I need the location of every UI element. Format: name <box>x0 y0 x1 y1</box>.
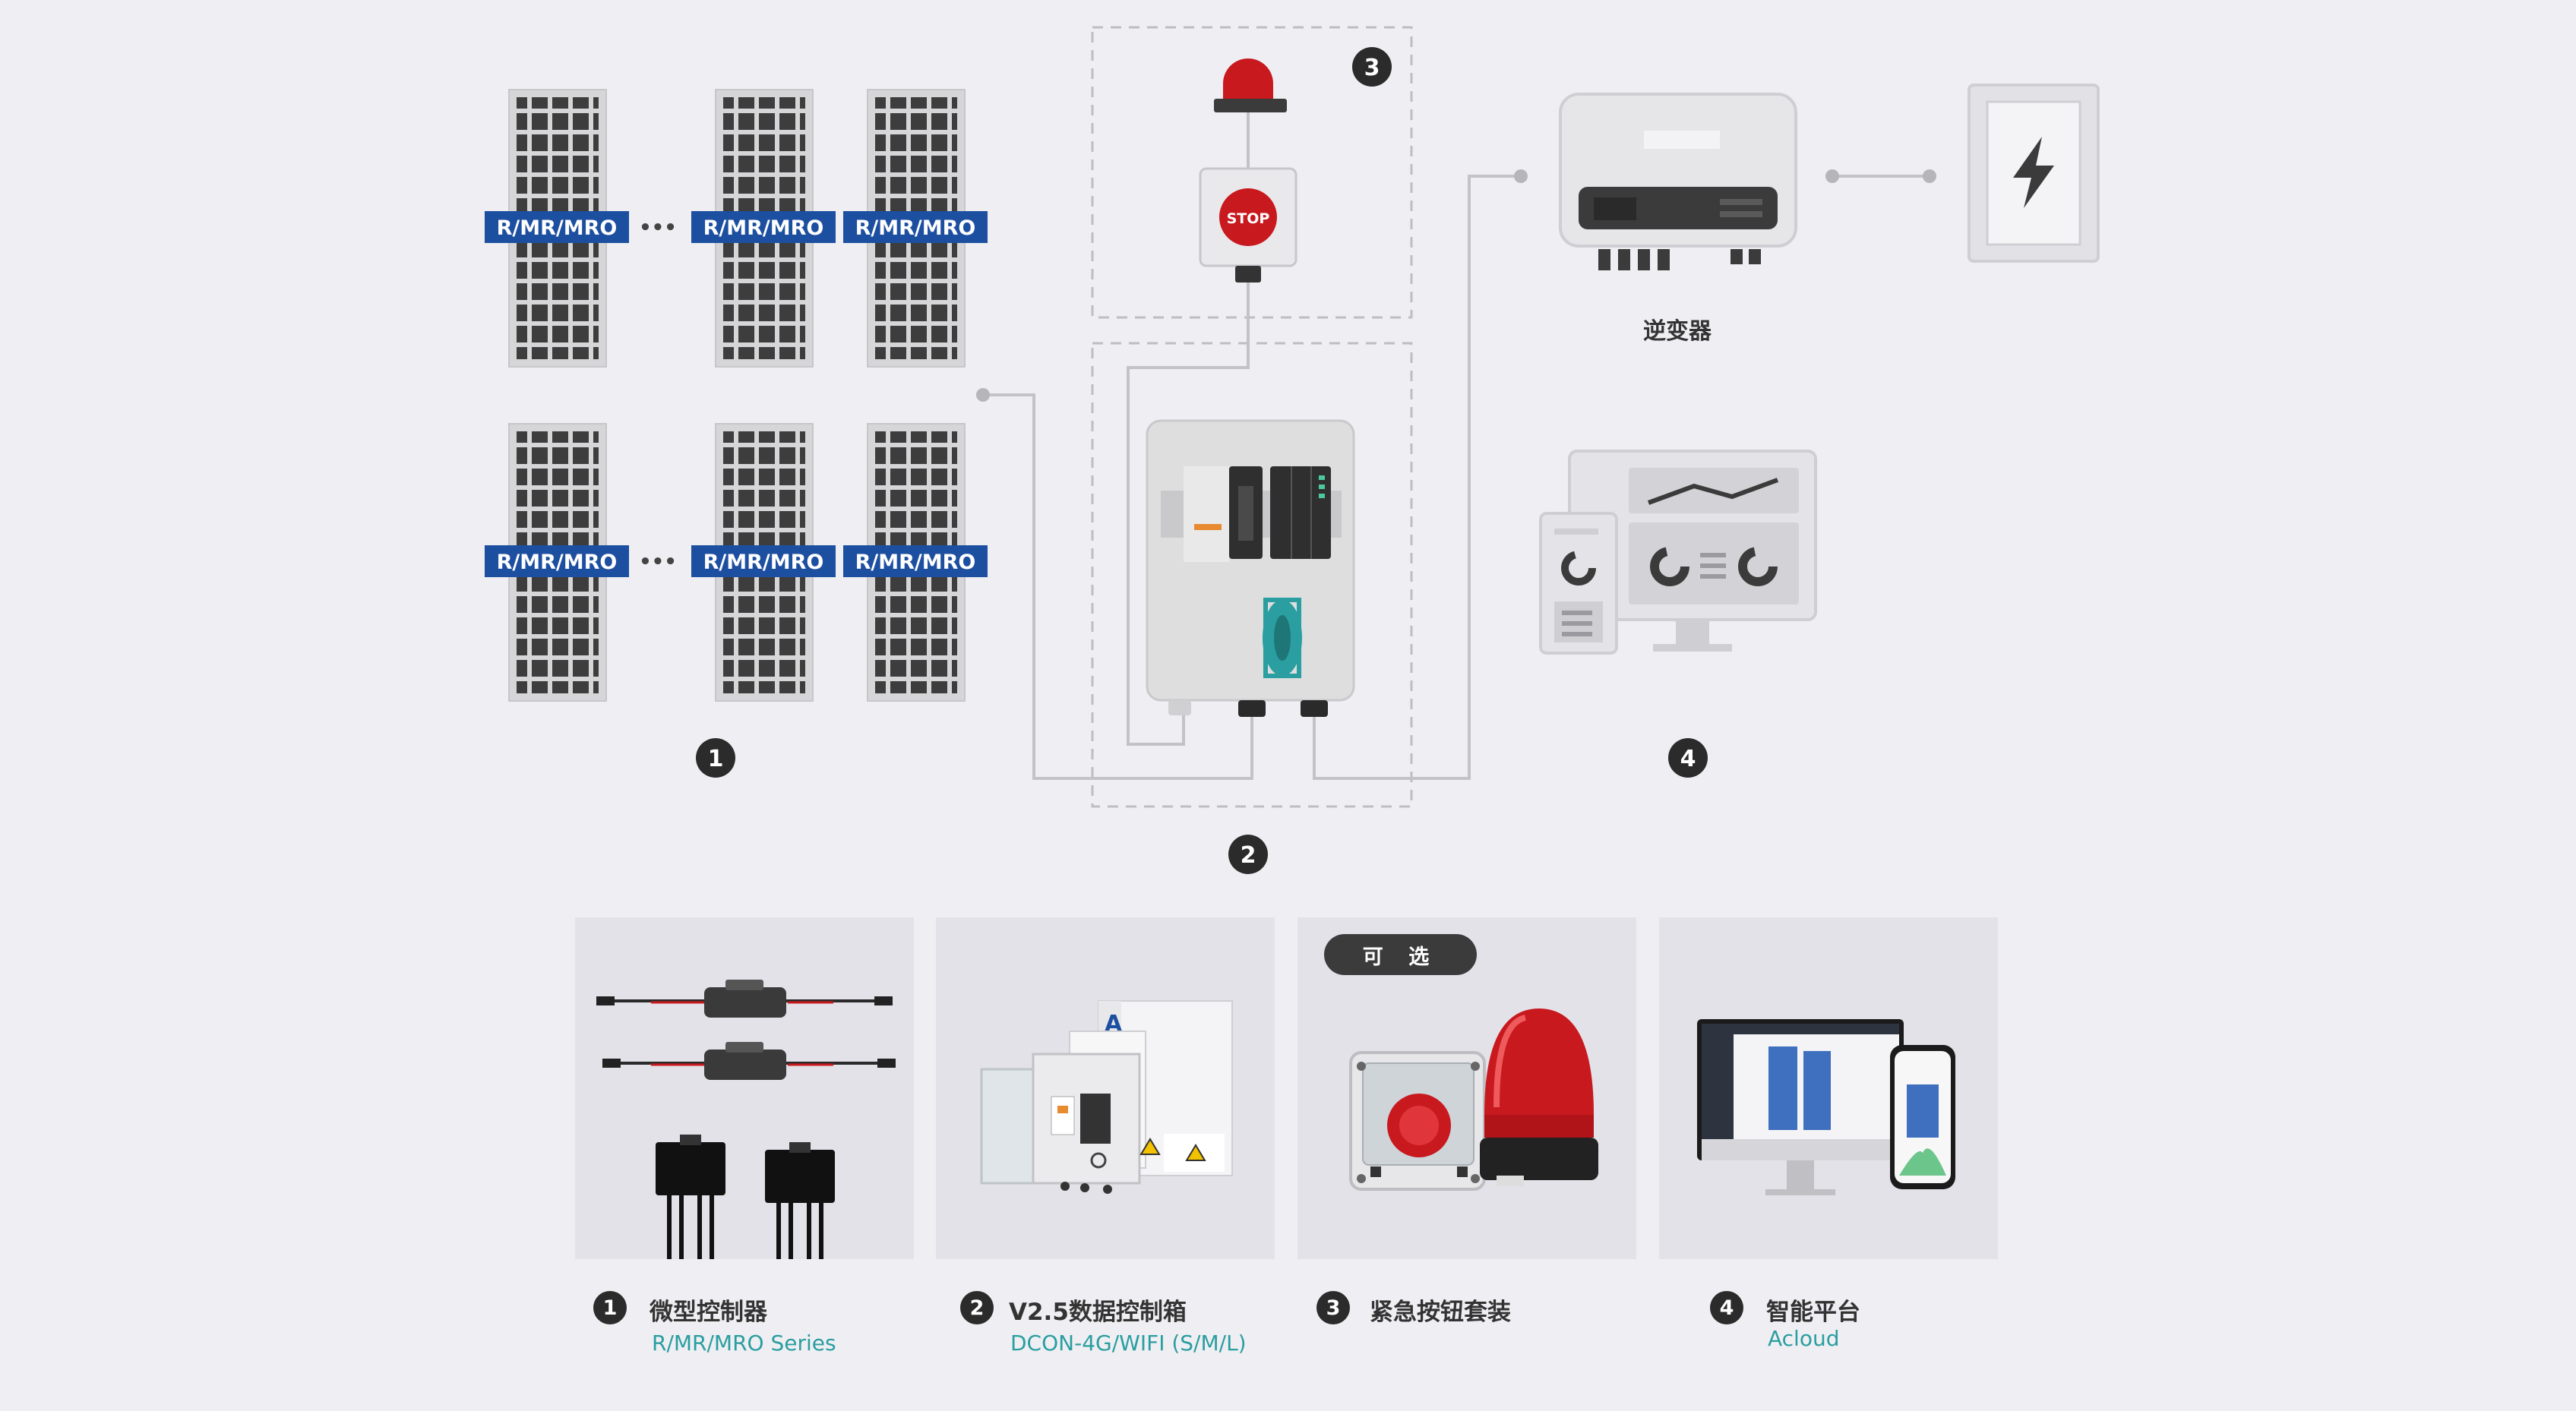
caption-title: V2.5数据控制箱 <box>1009 1299 1187 1326</box>
emergency-kit-image <box>1349 1009 1598 1191</box>
controller-label: R/MR/MRO <box>703 216 824 240</box>
controller-label: R/MR/MRO <box>703 551 824 574</box>
product-card-micro-controller[interactable] <box>575 917 914 1259</box>
connector-dot <box>1923 169 1936 183</box>
caption-badge: 1 <box>593 1291 627 1324</box>
beacon-light-icon <box>1214 58 1287 169</box>
svg-text:1: 1 <box>708 746 724 772</box>
controller-label: R/MR/MRO <box>497 551 618 574</box>
connector-dot <box>1514 169 1528 183</box>
solar-panel-array <box>508 89 966 702</box>
controller-label: R/MR/MRO <box>855 551 976 574</box>
group-box-2 <box>1091 342 1413 808</box>
caption-title: 智能平台 <box>1766 1299 1860 1326</box>
control-box-icon <box>1146 419 1355 717</box>
step-badge-3: 3 <box>1352 47 1392 87</box>
power-grid-icon <box>1968 84 2100 263</box>
step-badge-2-holder: 2 <box>1228 835 1268 874</box>
optional-tag: 可 选 <box>1324 934 1477 975</box>
diagram-canvas: R/MR/MRO R/MR/MRO R/MR/MRO R/MR/MRO R/MR… <box>485 26 2100 808</box>
inverter-label: 逆变器 <box>1643 318 1712 345</box>
svg-text:2: 2 <box>1241 842 1256 869</box>
product-card-smart-platform[interactable] <box>1659 917 1998 1259</box>
controller-label: R/MR/MRO <box>497 216 618 240</box>
ellipsis: ••• <box>639 216 677 239</box>
smart-platform-image <box>1697 1019 1955 1195</box>
caption-badge: 2 <box>960 1291 994 1324</box>
connector-dot <box>976 388 990 402</box>
caption-title: 紧急按钮套装 <box>1370 1299 1511 1326</box>
ellipsis: ••• <box>639 551 677 573</box>
stop-button-icon: STOP <box>1199 167 1297 283</box>
caption-subtitle: R/MR/MRO Series <box>652 1331 836 1356</box>
group-box-3 <box>1091 26 1413 319</box>
product-card-data-box[interactable]: A <box>936 917 1275 1259</box>
controller-labels: R/MR/MRO R/MR/MRO R/MR/MRO R/MR/MRO R/MR… <box>485 211 988 577</box>
stop-label: STOP <box>1227 210 1270 227</box>
micro-controller-image <box>596 980 896 1259</box>
caption-subtitle: DCON-4G/WIFI (S/M/L) <box>1010 1331 1247 1356</box>
caption-title: 微型控制器 <box>650 1299 767 1326</box>
inverter-icon <box>1559 93 1797 270</box>
controller-label: R/MR/MRO <box>855 216 976 240</box>
connector-dot <box>1825 169 1839 183</box>
caption-subtitle: Acloud <box>1768 1326 1840 1351</box>
svg-text:3: 3 <box>1364 55 1380 81</box>
data-box-image: A <box>980 1000 1233 1194</box>
caption-badge: 4 <box>1710 1291 1743 1324</box>
connection-lines <box>983 125 1930 780</box>
svg-text:4: 4 <box>1680 746 1696 772</box>
step-badge-4: 4 <box>1668 738 1708 778</box>
monitor-platform-icon <box>1539 450 1817 655</box>
caption-badge: 3 <box>1316 1291 1350 1324</box>
step-badge-1: 1 <box>696 738 735 778</box>
